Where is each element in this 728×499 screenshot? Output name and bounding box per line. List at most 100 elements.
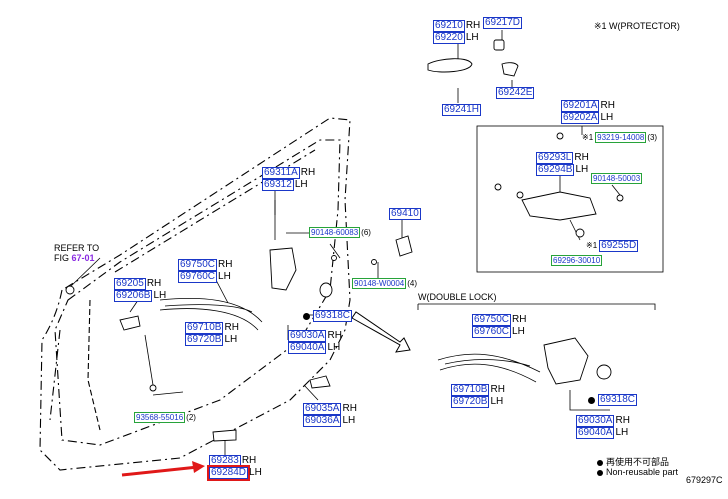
side-lh: LH: [153, 290, 167, 301]
side-rh: RH: [490, 384, 505, 395]
side-lh: LH: [512, 326, 525, 337]
side-lh: LH: [224, 334, 238, 345]
non-reusable-dot: [588, 396, 595, 404]
door-outline: [39, 117, 351, 471]
refer-fig-prefix: FIG: [54, 252, 69, 263]
part-number-69201A[interactable]: 69201A: [561, 100, 600, 112]
part-number-90148-60083[interactable]: 90148-60083: [309, 227, 361, 238]
lock-assembly-shape: [269, 247, 297, 291]
part-number-69040A[interactable]: 69040A: [288, 342, 327, 354]
part-number-69293L[interactable]: 69293L: [536, 152, 574, 164]
part-number-90148-50003[interactable]: 90148-50003: [591, 173, 643, 184]
part-number-69206B[interactable]: 69206B: [114, 290, 153, 302]
part-number-69242E[interactable]: 69242E: [496, 87, 535, 99]
figure-id: 679297C: [686, 475, 723, 485]
legend-dot: [597, 469, 603, 476]
non-reusable-dot: [303, 312, 310, 320]
part-number-69205[interactable]: 69205: [114, 278, 146, 290]
qty: (3): [647, 132, 658, 142]
dl-part-number-69040A[interactable]: 69040A: [576, 427, 615, 439]
part-90148-W0004: 90148-W0004(4): [352, 278, 417, 289]
qty: (2): [186, 412, 196, 422]
qty: (4): [407, 278, 418, 288]
legend-dot: [597, 459, 603, 466]
refer-fig-link[interactable]: 67-01: [71, 252, 95, 263]
cable-lines: [159, 297, 263, 331]
side-rh: RH: [465, 20, 481, 31]
part-number-69760C[interactable]: 69760C: [178, 271, 218, 283]
part-number-69318C[interactable]: 69318C: [313, 310, 353, 322]
side-rh: RH: [218, 259, 233, 270]
part-number-69255D[interactable]: 69255D: [599, 240, 639, 252]
refer-note: REFER TO FIG 67-01: [54, 243, 100, 264]
side-rh: RH: [241, 455, 257, 466]
part-number-69030A[interactable]: 69030A: [288, 330, 327, 342]
part-number-69220[interactable]: 69220: [433, 32, 465, 44]
side-lh: LH: [342, 415, 356, 426]
side-lh: LH: [615, 427, 629, 438]
part-number-69720B[interactable]: 69720B: [185, 334, 224, 346]
side-rh: RH: [342, 403, 357, 414]
part-number-69750C[interactable]: 69750C: [178, 259, 218, 271]
side-rh: RH: [512, 314, 527, 325]
dl-part-number-69030A[interactable]: 69030A: [576, 415, 615, 427]
side-lh: LH: [294, 179, 308, 190]
side-lh: LH: [249, 467, 262, 478]
part-number-69241H[interactable]: 69241H: [442, 104, 482, 116]
part-number-69035A[interactable]: 69035A: [303, 403, 342, 415]
part-number-93568-55016[interactable]: 93568-55016: [134, 412, 186, 423]
dl-part-number-69750C[interactable]: 69750C: [472, 314, 512, 326]
outer-handle-shape: [427, 58, 473, 73]
refer-to-label: REFER TO: [54, 243, 100, 253]
part-number-69217D[interactable]: 69217D: [483, 17, 523, 29]
side-lh: LH: [218, 271, 231, 282]
dl-part-number-69720B[interactable]: 69720B: [451, 396, 490, 408]
side-rh: RH: [224, 322, 239, 333]
dl-part-number-69760C[interactable]: 69760C: [472, 326, 512, 338]
part-number-93219-14008[interactable]: 93219-14008: [595, 132, 647, 143]
callout-arrow: [351, 311, 411, 353]
side-rh: RH: [146, 278, 162, 289]
part-number-69202A[interactable]: 69202A: [561, 112, 600, 124]
side-rh: RH: [574, 152, 589, 163]
part-93568-55016: 93568-55016(2): [134, 412, 196, 423]
legend: 再使用不可部品 Non-reusable part: [597, 457, 678, 478]
side-lh: LH: [575, 164, 589, 175]
part-number-69036A[interactable]: 69036A: [303, 415, 342, 427]
side-lh: LH: [465, 32, 479, 43]
side-rh: RH: [300, 167, 316, 178]
part-69410: 69410: [389, 208, 421, 220]
part-number-69210[interactable]: 69210: [433, 20, 465, 32]
part-number-69311A[interactable]: 69311A: [262, 167, 300, 179]
part-number-69710B[interactable]: 69710B: [185, 322, 224, 334]
note-mark: ※1: [586, 241, 598, 250]
part-number-69284D-selected[interactable]: 69284D: [206, 465, 251, 481]
dl-part-number-69318C[interactable]: 69318C: [598, 394, 638, 406]
side-rh: RH: [615, 415, 630, 426]
side-rh: RH: [327, 330, 342, 341]
qty: (6): [361, 227, 371, 237]
part-number-69410[interactable]: 69410: [389, 208, 421, 220]
double-lock-label: W(DOUBLE LOCK): [418, 292, 497, 302]
side-rh: RH: [600, 100, 615, 111]
part-number-69312[interactable]: 69312: [262, 179, 294, 191]
part-number-69283[interactable]: 69283: [209, 455, 241, 467]
part-number-69294B[interactable]: 69294B: [536, 164, 575, 176]
part-69296-30010: 69296-30010: [551, 255, 603, 266]
part-number-69296-30010[interactable]: 69296-30010: [551, 255, 603, 266]
legend-jp: 再使用不可部品: [606, 457, 670, 467]
part-number-90148-W0004[interactable]: 90148-W0004: [352, 278, 407, 289]
dl-part-number-69710B[interactable]: 69710B: [451, 384, 490, 396]
part-69217D: 69217D: [483, 17, 523, 29]
side-lh: LH: [327, 342, 341, 353]
